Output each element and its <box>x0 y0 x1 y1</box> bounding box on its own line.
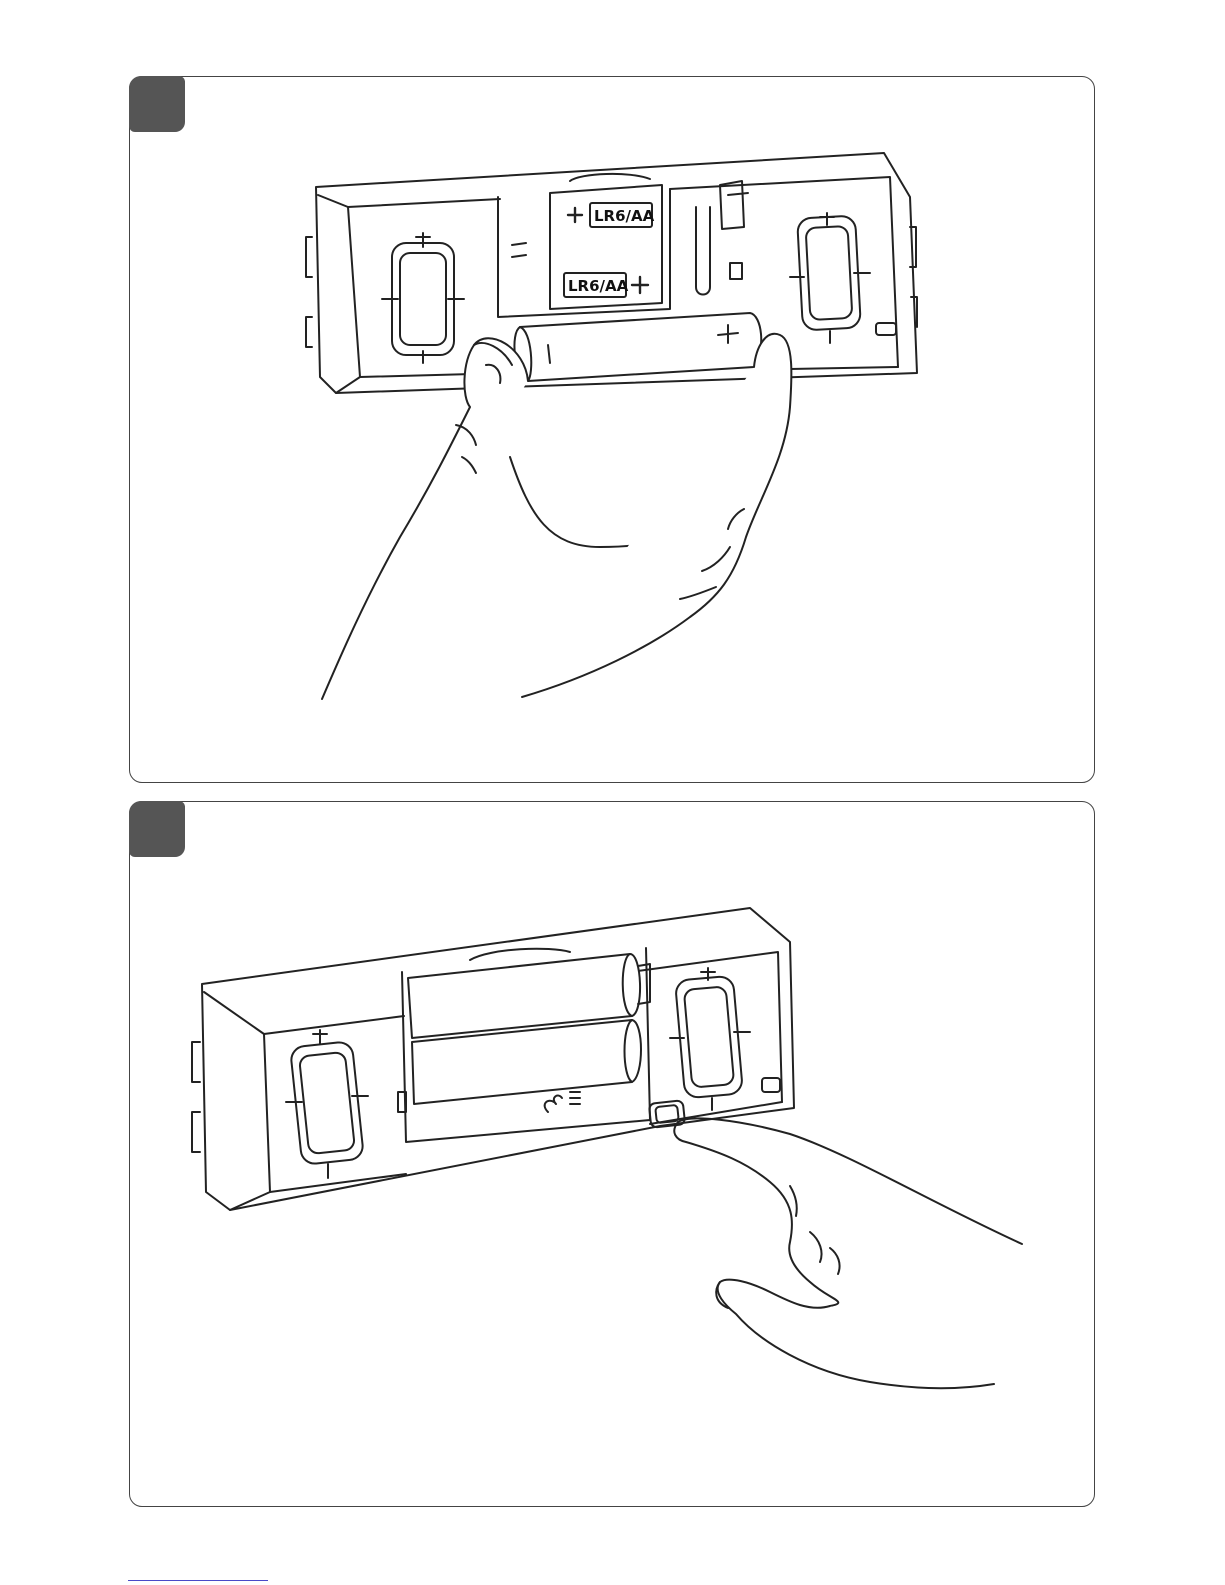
battery-cell <box>514 313 761 381</box>
right-mount-window <box>790 213 896 343</box>
label-top: LR6/AA <box>594 207 655 225</box>
step-2-panel <box>129 801 1095 1507</box>
battery-compartment <box>498 174 748 317</box>
footer-link-underline[interactable] <box>128 1580 268 1581</box>
polarity-labels: LR6/AA LR6/AA <box>564 203 655 297</box>
label-bottom: LR6/AA <box>568 277 629 295</box>
left-mount-window <box>382 233 464 363</box>
step-1-panel: LR6/AA LR6/AA <box>129 76 1095 783</box>
battery-compartment <box>398 948 650 1142</box>
hand-illustration <box>322 334 791 699</box>
insert-battery-illustration: LR6/AA LR6/AA <box>130 77 1094 782</box>
right-mount-window <box>670 968 780 1110</box>
press-button-illustration <box>130 802 1094 1506</box>
hand-illustration <box>674 1118 1022 1388</box>
left-mount-window <box>286 1030 368 1178</box>
